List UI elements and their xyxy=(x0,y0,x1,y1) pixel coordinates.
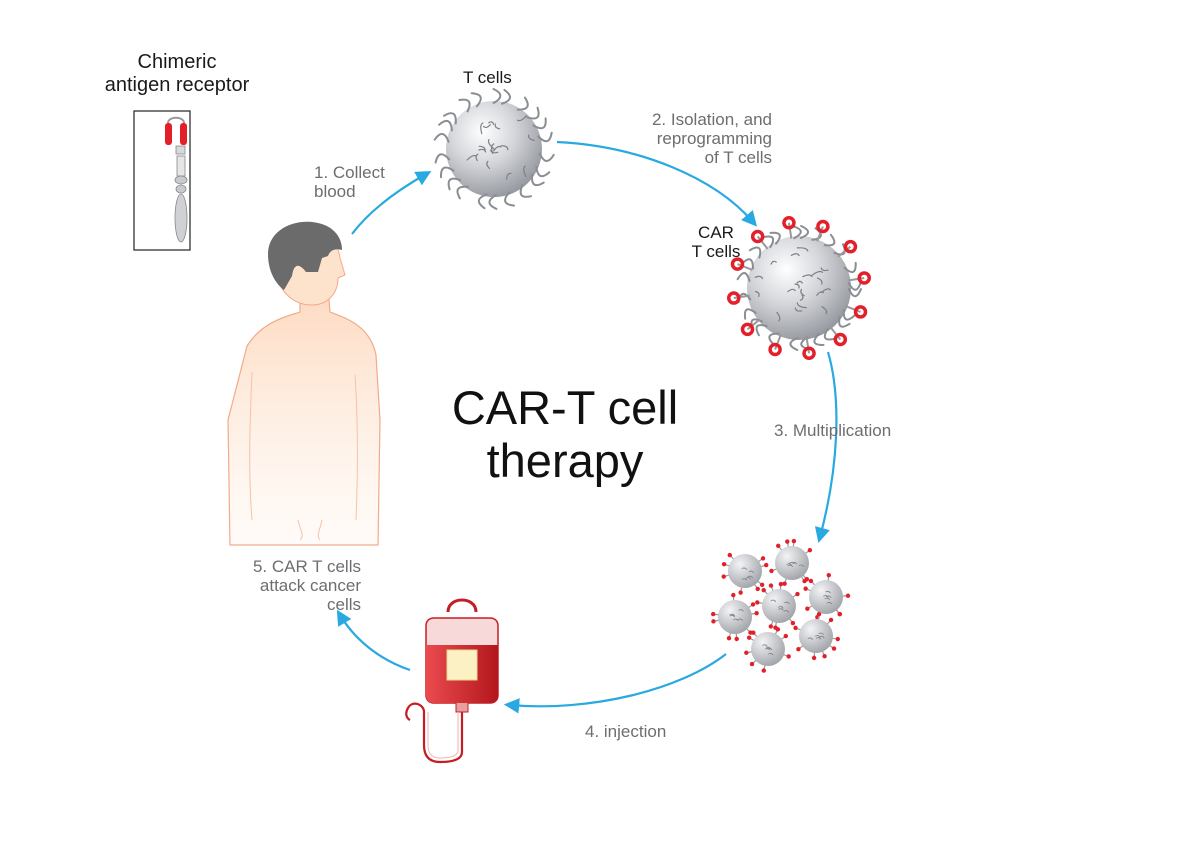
patient-figure xyxy=(227,221,381,546)
cycle-arrows xyxy=(336,140,838,714)
t-cells-label: T cells xyxy=(463,68,512,87)
multiplied-cells-image xyxy=(710,538,851,673)
arrow-isolation xyxy=(556,140,758,227)
arrow-attack xyxy=(336,609,411,672)
arrow-collect xyxy=(351,170,432,235)
receptor-diagram xyxy=(133,110,191,251)
t-cell-image xyxy=(433,88,555,210)
car-t-cell-image xyxy=(727,216,871,360)
step-injection-label: 4. injection xyxy=(585,722,667,741)
receptor-title: Chimeric antigen receptor xyxy=(104,51,250,96)
step-multiplication-label: 3. Multiplication xyxy=(774,421,892,440)
blood-bag-image xyxy=(405,598,499,764)
arrow-injection xyxy=(503,653,727,714)
step-attack-label: 5. CAR T cells attack cancer cells xyxy=(252,557,361,615)
arrow-multiplication xyxy=(814,351,838,543)
step-collect-label: 1. Collect blood xyxy=(314,163,385,202)
diagram-title: CAR-T cell therapy xyxy=(451,381,679,487)
car-t-cells-label: CAR T cells xyxy=(691,223,741,262)
step-isolation-label: 2. Isolation, and reprogramming of T cel… xyxy=(651,110,772,168)
